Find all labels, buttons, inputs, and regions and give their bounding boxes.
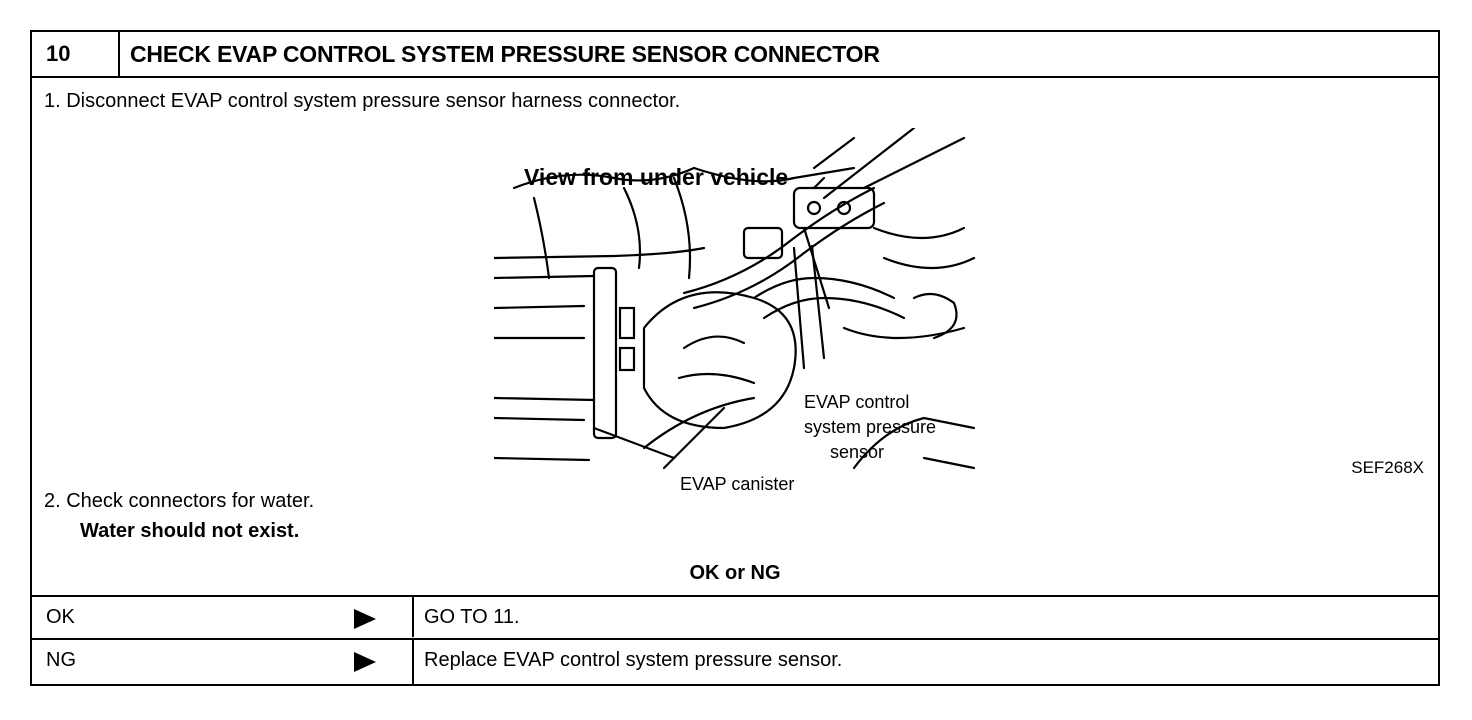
figure-illustration: View from under vehicle EVAP control sys…: [492, 126, 984, 494]
result-row-ok: OK GO TO 11.: [32, 595, 1438, 637]
sensor-label-line1: EVAP control: [804, 392, 910, 412]
sensor-label-line3: sensor: [830, 442, 885, 462]
step-title: CHECK EVAP CONTROL SYSTEM PRESSURE SENSO…: [130, 41, 880, 67]
engine-bay-drawing: [492, 126, 976, 470]
arrow-right-icon: [354, 609, 376, 629]
arrow-right-icon: [354, 652, 376, 672]
step-header: 10 CHECK EVAP CONTROL SYSTEM PRESSURE SE…: [32, 32, 1438, 78]
instruction-step-2-note: Water should not exist.: [80, 520, 300, 542]
sensor-label-line2: system pressure: [804, 417, 937, 437]
status-ng-label: NG: [46, 649, 76, 671]
result-heading: OK or NG: [689, 562, 781, 584]
figure-caption: View from under vehicle: [524, 164, 789, 190]
result-row-ng: NG Replace EVAP control system pressure …: [32, 638, 1438, 686]
instruction-step-1: 1. Disconnect EVAP control system pressu…: [44, 90, 681, 112]
step-number: 10: [32, 32, 120, 76]
action-ok: GO TO 11.: [424, 606, 520, 628]
procedure-table: 10 CHECK EVAP CONTROL SYSTEM PRESSURE SE…: [30, 30, 1440, 686]
action-ng: Replace EVAP control system pressure sen…: [424, 649, 843, 671]
status-ok-label: OK: [46, 606, 75, 628]
canister-label: EVAP canister: [680, 474, 795, 494]
instruction-step-2: 2. Check connectors for water.: [44, 490, 315, 512]
figure-code: SEF268X: [1351, 458, 1424, 477]
